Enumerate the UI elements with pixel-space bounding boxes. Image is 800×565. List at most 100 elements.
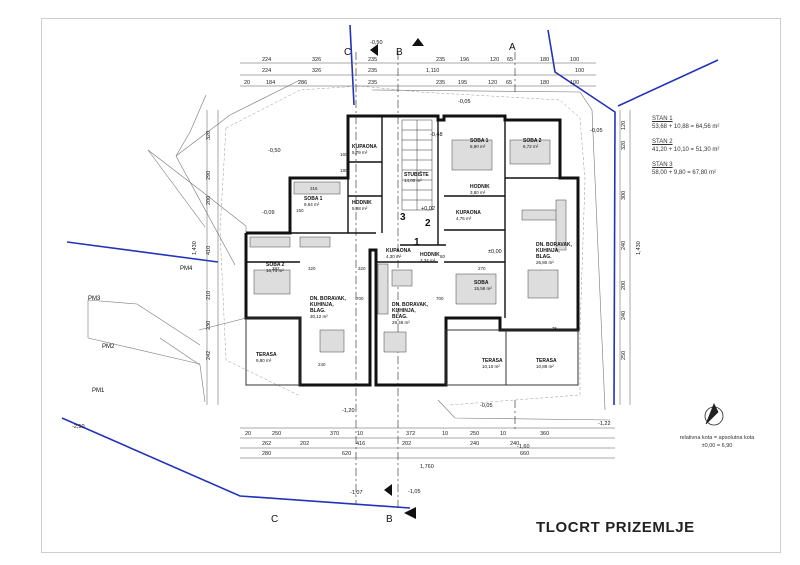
elevation-note: relativna kota = apsolutna kota ±0,00 = … [672,434,762,450]
room-name: BLAG. [392,314,408,320]
site-boundary [61,24,719,509]
level-14: -1,05 [408,489,421,495]
furniture [249,139,567,353]
dimension-top: 65 [507,57,513,63]
dimension-top: 326 [312,68,321,74]
boundary-east [617,59,719,107]
staircase [401,119,433,211]
room-area: 5,79 m² [352,150,368,155]
room-name: DN. BORAVAK, [536,242,573,248]
elevation-note-line1: relativna kota = apsolutna kota [679,435,755,441]
dimension-bottom: 372 [406,431,415,437]
interior-walls [246,116,560,318]
dimension-left: 200 [206,196,212,205]
legend-area: 53,68 + 10,88 = 64,56 m² [652,123,720,130]
room-area: 10,88 m² [536,364,554,369]
sheet-frame [41,18,781,553]
room-name: BLAG. [310,308,326,314]
room-name: SOBA [474,280,489,286]
dimension-bottom: 10 [500,431,506,437]
dimension-bottom-total: 1,760 [420,464,434,470]
section-a-top: A [509,42,516,53]
section-b-bottom: B [386,514,393,525]
dimension-top: 235 [436,57,445,63]
level-1: -0,50 [370,40,383,46]
room-area: 4,30 m² [386,254,402,259]
dimension-left: 210 [206,291,212,300]
dimension-bottom: 10 [357,431,363,437]
room-area: 29,48 m² [392,320,410,325]
room-name: KUPAONA [456,210,481,216]
dimension-top: 235 [436,80,445,86]
boundary-north-left [349,24,355,106]
room-dimension: 320 [358,266,366,271]
dimension-top: 286 [298,80,307,86]
room-area: 6,72 m² [523,144,539,149]
room-dimension: 316 [310,186,318,191]
dimension-top: 195 [458,80,467,86]
dimension-bottom: 660 [520,451,529,457]
dimension-top: 326 [312,57,321,63]
room-name: TERASA [256,352,277,358]
dimension-right: 320 [621,141,627,150]
legend-entry: STAN 1 53,68 + 10,88 = 64,56 m² [652,116,719,131]
unit-number-1: 1 [414,237,420,248]
section-labels: A B C B C [271,42,516,525]
plot-pm1: PM1 [92,388,105,394]
boundary-north-right [547,29,616,406]
dimension-bottom: 202 [402,441,411,447]
level-2: -0,50 [268,148,281,154]
dimension-left: 410 [206,246,212,255]
room-area: 30,12 m² [310,314,328,319]
elevation-note-line2: ±0,00 = 6,90 [701,443,733,449]
plot-pm3: PM3 [88,296,101,302]
dimension-bottom: 280 [262,451,271,457]
dimension-top: 235 [368,57,377,63]
dimension-bottom: 240 [510,441,519,447]
dimension-top: 180 [540,57,549,63]
room-area: 8,90 m² [470,144,486,149]
room-name: KUHINJA, [310,302,334,308]
legend-name: STAN 2 [652,139,673,145]
plot-pm2: PM2 [102,344,115,350]
dimension-bottom: 620 [342,451,351,457]
room-area: 10,10 m² [482,364,500,369]
dimension-left: 230 [206,321,212,330]
unit-numbers: 1 2 3 [400,212,431,248]
dimension-top: 235 [368,80,377,86]
dimension-bottom: 240 [470,441,479,447]
room-dimension: 282 [272,266,280,271]
unit-number-2: 2 [425,218,431,229]
dimension-bottom: 262 [262,441,271,447]
room-name: KUPAONA [352,144,377,150]
room-area: 15,58 m² [474,286,492,291]
dimension-top: 120 [490,57,499,63]
room-name: SOBA 2 [523,138,542,144]
level-7: ±0,00 [488,249,502,255]
level-12: -1,07 [350,490,363,496]
room-area: 14,00 m² [404,178,422,183]
room-dimension: 700 [356,296,364,301]
boundary-southwest [61,417,411,509]
room-dimension: 150 [296,208,304,213]
room-dimension: 80 [440,254,446,259]
dimension-bottom: 370 [330,431,339,437]
room-name: DN. BORAVAK, [310,296,347,302]
dimension-top: 120 [488,80,497,86]
room-area: 3,80 m² [470,190,486,195]
plot-labels: PM1 PM2 PM3 PM4 [88,266,193,394]
dimension-top: 100 [570,80,579,86]
dimension-left: 320 [206,131,212,140]
level-9: -0,05 [480,403,493,409]
room-dimension: 160 [340,152,348,157]
dimension-top: 224 [262,57,271,63]
dimension-bottom: 202 [300,441,309,447]
dimension-top: 1,110 [426,68,439,74]
plan-title: TLOCRT PRIZEMLJE [536,519,695,536]
section-markers [370,38,424,519]
dashed-setback [219,85,586,406]
room-dimension: 180 [340,168,348,173]
